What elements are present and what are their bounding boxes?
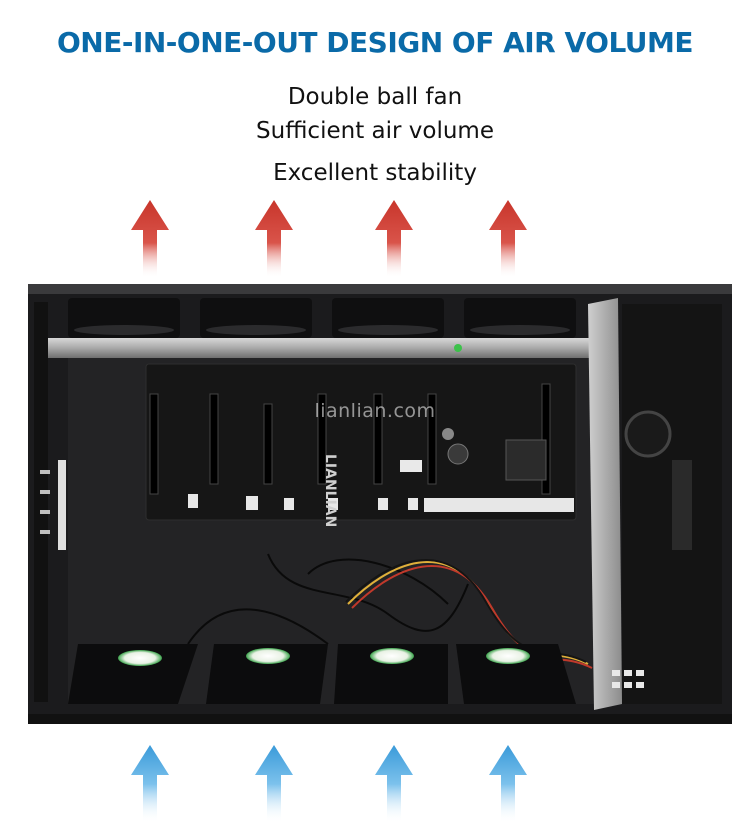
exhaust-arrow-icon (488, 198, 528, 278)
bottom-fan (68, 644, 198, 704)
intake-arrow-icon (488, 743, 528, 823)
feature-double-ball-fan: Double ball fan (287, 84, 463, 110)
headline-title: ONE-IN-ONE-OUT DESIGN OF AIR VOLUME (56, 26, 694, 59)
board-logo-text: LIANLIAN (322, 454, 338, 527)
intake-arrow-icon (130, 743, 170, 823)
exhaust-arrow-icon (254, 198, 294, 278)
exhaust-arrow-icon (374, 198, 414, 278)
exhaust-arrow-icon (130, 198, 170, 278)
intake-arrow-icon (374, 743, 414, 823)
watermark-text: lianlian.com (314, 400, 436, 422)
bottom-fan (334, 644, 448, 704)
bottom-fan (456, 644, 576, 704)
mining-chassis-photo: LIANLIAN (28, 284, 732, 724)
bottom-fan (206, 644, 328, 704)
intake-arrow-icon (254, 743, 294, 823)
feature-excellent-stability: Excellent stability (273, 160, 477, 186)
feature-sufficient-air-volume: Sufficient air volume (256, 118, 494, 144)
